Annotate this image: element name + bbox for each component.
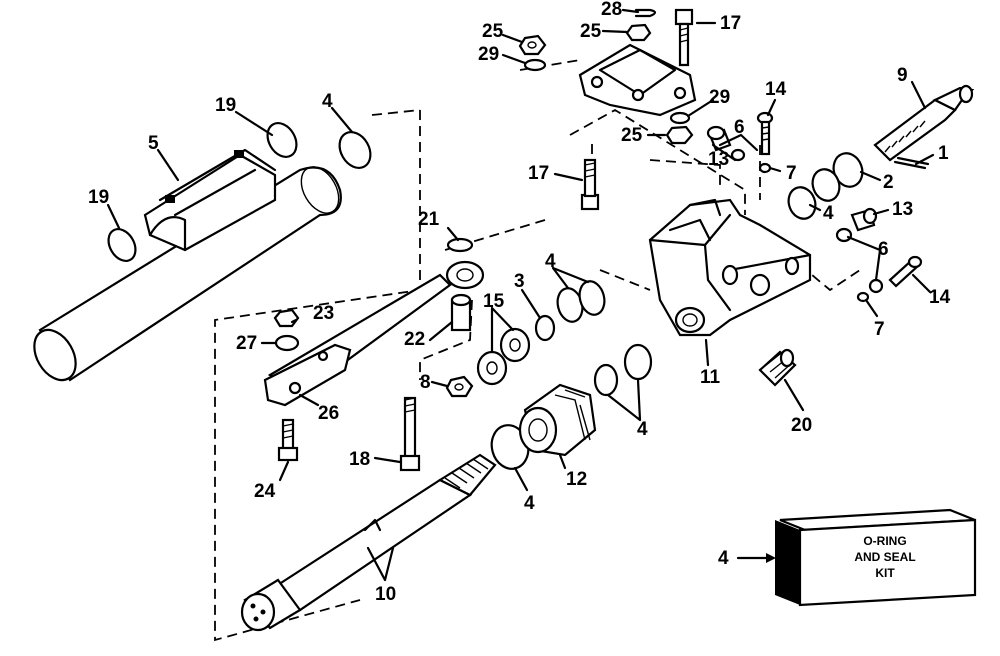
part-17-bolt-lower [580,158,600,211]
part-6-oring-right [835,227,853,243]
part-19-ring-lower [107,228,137,262]
callout-8: 8 [420,372,431,393]
callout-20: 20 [791,415,813,436]
kit-label-line-3: KIT [875,566,895,580]
callout-23: 23 [313,303,335,324]
part-29-washer-top [523,58,547,72]
part-24-bolt [277,418,299,462]
part-11-valve-body [648,198,812,337]
callout-2: 2 [883,172,894,193]
part-4-ring-valve-a [811,168,841,202]
part-7-oring-top [758,162,772,174]
part-6-oring-top [730,148,746,162]
callout-25-right: 25 [621,125,643,146]
callout-13-right: 13 [892,199,914,220]
part-25-nut-right [665,125,694,145]
callout-27: 27 [236,333,258,354]
part-20-grease-fitting [758,348,797,387]
callout-14-top: 14 [765,79,787,100]
callout-7-top: 7 [786,163,797,184]
part-29-washer-right [669,111,691,125]
callout-29-top: 29 [478,44,500,65]
part-21-washer [446,237,474,253]
part-6-oring-lower [868,278,884,294]
callout-21: 21 [418,209,440,230]
callout-22: 22 [404,329,426,350]
callout-7-lower: 7 [874,319,885,340]
part-4-ring-lower-b [623,343,653,381]
callout-29-right: 29 [709,87,731,108]
part-4-ring-lower-a [593,363,619,397]
part-4-seal-kit-box: O-RING AND SEAL KIT [775,508,977,607]
part-5-cylinder [33,148,342,382]
callout-28: 28 [601,0,623,20]
callout-25-mid: 25 [580,21,602,42]
callout-19-lower: 19 [88,187,110,208]
part-19-ring-upper [266,122,298,158]
callout-15: 15 [483,291,505,312]
callout-4-lower-pair: 4 [637,419,648,440]
callout-6-top: 6 [734,117,745,138]
part-27-nut [273,308,300,328]
callout-4-valve: 4 [823,203,834,224]
part-8-nut [445,375,474,398]
callout-3: 3 [514,271,525,292]
part-7-oring-lower [856,291,870,303]
part-15-washer-a [476,350,508,386]
part-18-bolt [399,396,421,472]
callout-4-kit: 4 [718,548,729,569]
callout-4-cylinder: 4 [322,91,333,112]
part-12-piston [518,383,597,457]
part-15-washer-b [499,327,531,363]
kit-label-line-2: AND SEAL [854,550,915,564]
part-22-sleeve [450,293,472,332]
callout-17-lower: 17 [528,163,550,184]
callout-9: 9 [897,65,908,86]
part-25-nut-mid [625,23,652,42]
part-17-bolt-top [674,8,694,67]
part-14-fitting-right [888,255,923,288]
callout-6-right: 6 [878,239,889,260]
part-25-nut-top [518,34,547,56]
callout-4-center: 4 [545,251,556,272]
leader-lines [106,8,935,582]
kit-label-line-1: O-RING [863,534,906,548]
callout-26: 26 [318,403,340,424]
part-3-ring [534,314,556,342]
callout-13-top: 13 [708,149,730,170]
callout-10: 10 [375,584,397,605]
part-28-cotter-pin [634,8,657,18]
part-26-tie-bar [263,260,485,407]
callout-1: 1 [938,143,949,164]
part-1-cotter-pin [893,156,930,170]
part-23-washer [274,334,300,352]
callout-5: 5 [148,133,159,154]
callout-25-top: 25 [482,21,504,42]
callout-17-top: 17 [720,13,742,34]
upper-bracket [578,43,697,117]
callout-4-bottom: 4 [524,493,535,514]
part-4-ring-valve-b [787,186,817,220]
part-13-plug-right [850,207,878,232]
part-4-ring-cylinder [338,131,372,169]
part-13-plug-top [706,125,732,152]
callout-24: 24 [254,481,276,502]
callout-14-right: 14 [929,287,951,308]
callout-12: 12 [566,469,588,490]
callout-18: 18 [349,449,371,470]
callout-11: 11 [700,367,721,388]
part-9-shaft [873,84,975,162]
part-10-piston-rod [240,453,497,632]
callout-19-top: 19 [215,95,237,116]
